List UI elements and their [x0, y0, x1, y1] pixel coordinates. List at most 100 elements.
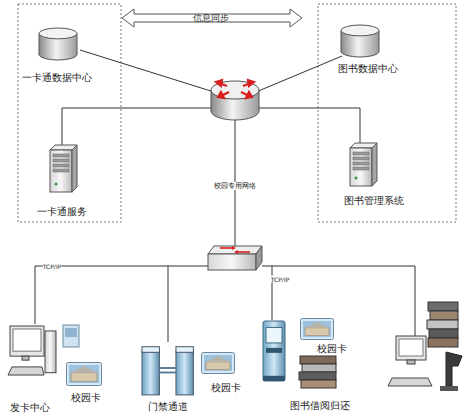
gate-post — [142, 351, 159, 395]
router-arrows — [216, 80, 254, 98]
db-edge — [379, 30, 380, 51]
db-edge — [341, 30, 342, 51]
book — [300, 356, 336, 364]
node-label: 图书数据中心 — [338, 63, 398, 74]
router-arrow — [218, 92, 224, 98]
card-icon — [201, 352, 235, 374]
server-slot — [53, 159, 69, 162]
db-node: 图书数据中心 — [340, 24, 380, 58]
router-arrow — [216, 80, 222, 86]
keyboard — [388, 378, 432, 386]
pc-node: 发卡中心 — [8, 324, 58, 382]
card-reader — [63, 325, 79, 347]
switch-arrows — [220, 248, 250, 252]
node-label: 校园卡 — [71, 392, 101, 403]
wire — [168, 266, 169, 342]
dashed-group — [318, 4, 456, 222]
card-reader — [65, 328, 77, 337]
gate-icon — [140, 340, 198, 396]
wire — [80, 50, 214, 92]
server-node: 一卡通服务 — [46, 144, 78, 196]
server-slot — [53, 169, 69, 172]
annotation: TCP/IP — [271, 276, 290, 283]
node-label: 一卡通数据中心 — [22, 72, 92, 83]
card-icon — [300, 318, 334, 340]
router-arrow — [246, 92, 252, 98]
dashed-group — [18, 4, 121, 222]
server-slot — [53, 154, 69, 157]
router-top — [211, 81, 259, 99]
db-node: 一卡通数据中心 — [38, 27, 78, 61]
card-body — [202, 353, 235, 374]
book — [430, 311, 458, 320]
card-photo — [204, 355, 232, 371]
gate-bar — [159, 367, 176, 369]
monitor — [396, 336, 426, 360]
server-led — [355, 177, 358, 180]
card-body — [301, 319, 334, 340]
screen — [399, 339, 423, 356]
server-front — [50, 150, 72, 192]
card-body — [67, 363, 102, 386]
router-edge — [259, 90, 260, 111]
node-label: 门禁通道 — [148, 401, 188, 412]
card-photo — [69, 365, 99, 383]
card-node: 校园卡 — [300, 318, 334, 340]
kiosk-body — [263, 321, 285, 381]
switch-arrow — [232, 246, 236, 250]
switch-front — [208, 254, 256, 270]
book — [428, 338, 458, 347]
node-label: 图书借阅归还 — [290, 400, 350, 411]
server-slot — [353, 152, 369, 155]
card-building — [71, 373, 97, 381]
node-label: 校园卡 — [317, 343, 347, 354]
node-label: 图书管理系统 — [344, 195, 404, 206]
monitor-stand — [22, 356, 29, 360]
node-label: 发卡中心 — [10, 402, 50, 413]
gate-post — [176, 351, 193, 395]
router-arrow — [248, 80, 254, 86]
server-side — [372, 143, 377, 186]
switch-arrow — [238, 251, 250, 253]
monitor — [10, 326, 44, 356]
switch-arrow — [234, 250, 238, 254]
node-label: 校园卡 — [211, 382, 241, 393]
book — [299, 372, 336, 380]
server-slot — [53, 164, 69, 167]
workstation — [388, 302, 462, 391]
server-slot — [353, 157, 369, 160]
server-slot — [353, 167, 369, 170]
monitor-stand — [407, 360, 415, 364]
card-icon — [66, 362, 102, 386]
switch-side — [256, 246, 262, 270]
switch-arrow — [220, 247, 232, 249]
wire — [259, 108, 360, 143]
db-top — [341, 25, 379, 36]
gate-node: 门禁通道 — [140, 340, 198, 396]
book — [428, 302, 458, 311]
kiosk-node: 图书借阅归还 — [262, 320, 286, 382]
kiosk-icon — [262, 320, 286, 382]
annotation: TCP/IP — [43, 263, 62, 270]
pc-icon — [8, 324, 58, 382]
switch-top — [208, 246, 262, 254]
scanner-base — [440, 386, 458, 391]
gate-top — [176, 347, 193, 353]
wires — [35, 50, 415, 342]
card-roof — [71, 366, 97, 373]
node-label: 一卡通服务 — [37, 206, 87, 217]
card-node: 校园卡 — [201, 352, 235, 374]
sync-arrow — [122, 9, 302, 27]
gate-top — [142, 347, 159, 353]
annotation: 信息同步 — [193, 13, 229, 23]
server-led — [55, 183, 58, 186]
server-icon — [46, 144, 78, 196]
router-edge — [211, 90, 212, 111]
switch — [208, 246, 262, 270]
annotation: 校园专用网络 — [214, 182, 256, 190]
db-top — [39, 28, 77, 39]
keyboard — [8, 367, 44, 375]
db-edge — [39, 33, 40, 54]
card-building — [206, 362, 230, 370]
